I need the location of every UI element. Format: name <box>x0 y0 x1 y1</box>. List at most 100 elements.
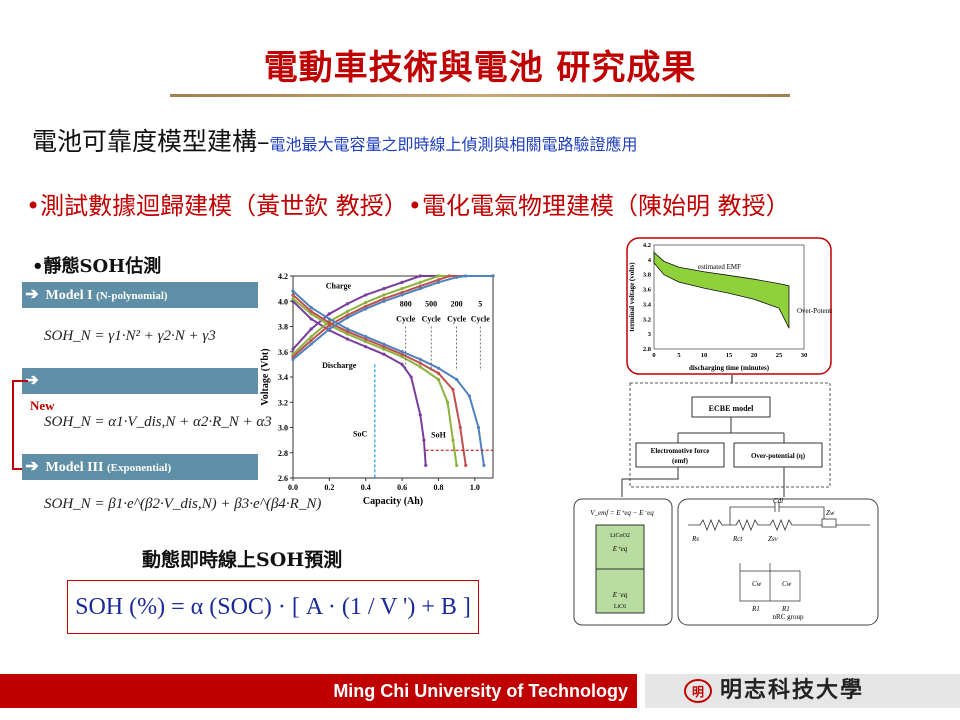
formula-model-2: SOH_N = α1·V_dis,N + α2·R_N + α3 <box>44 414 272 430</box>
overpotential-box-label: Over-potential (η) <box>751 452 806 460</box>
series-point <box>382 287 386 291</box>
series-point <box>327 323 331 327</box>
chart-plot-area <box>292 275 494 479</box>
overpotential-label: Over-Potential <box>797 307 832 315</box>
cw-label-1: Cw <box>752 580 762 588</box>
new-bracket <box>12 380 28 470</box>
y-axis-label: Voltage (Vbt) <box>260 348 271 405</box>
series-point <box>400 293 404 297</box>
discharge-annotation: Discharge <box>322 361 357 370</box>
subtitle-dash: – <box>257 127 270 156</box>
page-title: 電動車技術與電池 研究成果 <box>263 48 697 88</box>
emf-y-tick-label: 3.6 <box>643 287 652 294</box>
series-point <box>345 316 350 320</box>
y-tick-label: 3.8 <box>278 323 288 332</box>
rs-label: Rs <box>691 535 699 543</box>
series-point <box>345 337 350 341</box>
series-point <box>327 317 331 321</box>
bullet-regression: •測試數據迴歸建模（黃世欽 教授） <box>26 192 408 220</box>
cycle-count-label: 5 <box>478 299 482 308</box>
cycle-word-label: Cycle <box>447 314 467 323</box>
series-point <box>364 335 368 339</box>
series-point <box>467 394 471 398</box>
series-point <box>400 352 404 356</box>
model-3-detail: (Exponential) <box>106 462 172 474</box>
model-3-bar: ➔ Model III (Exponential) <box>22 454 258 480</box>
series-point <box>424 463 428 467</box>
research-bullets: •測試數據迴歸建模（黃世欽 教授）•電化電氣物理建模（陳始明 教授） <box>26 186 790 221</box>
series-point <box>309 327 313 331</box>
series-point <box>364 304 368 308</box>
series-point <box>309 338 313 342</box>
series-point <box>455 275 459 279</box>
emf-y-tick-label: 3.8 <box>643 272 652 279</box>
arrow-icon: ➔ <box>25 286 39 303</box>
series-point <box>382 342 386 346</box>
r1-label-1: R1 <box>751 605 760 613</box>
series-point <box>345 332 350 336</box>
eeq-minus: E⁻eq <box>612 591 628 599</box>
circuit-panel <box>677 498 879 626</box>
cathode-label: LiCoO2 <box>610 533 630 539</box>
y-tick-label: 3.0 <box>278 424 288 433</box>
y-tick-label: 2.6 <box>278 474 288 483</box>
series-point <box>436 371 441 375</box>
series-point <box>464 274 468 278</box>
footer-bar <box>0 674 637 708</box>
series-point <box>364 293 368 297</box>
formula-model-3: SOH_N = β1·e^(β2·V_dis,N) + β3·e^(β4·R_N… <box>44 496 322 512</box>
cycle-count-label: 200 <box>451 299 463 308</box>
subtitle: 電池可靠度模型建構–電池最大電容量之即時線上偵測與相關電路驗證應用 <box>32 122 638 158</box>
series-point <box>400 290 404 295</box>
series-point <box>382 293 386 297</box>
subtitle-main: 電池可靠度模型建構 <box>32 127 258 156</box>
emf-y-tick-label: 4.2 <box>643 242 651 249</box>
overpotential-box <box>733 442 823 468</box>
series-point <box>327 321 331 325</box>
formula-model-1: SOH_N = γ1·N² + γ2·N + γ3 <box>44 328 216 344</box>
y-tick-label: 4.2 <box>278 272 288 281</box>
series-point <box>482 463 486 467</box>
series-point <box>491 274 495 278</box>
series-point <box>364 345 368 349</box>
series-point <box>418 365 422 369</box>
anode-block <box>595 568 645 614</box>
x-tick-label: 0.6 <box>397 483 407 492</box>
series-point <box>309 317 313 321</box>
series-point <box>345 309 350 313</box>
emf-x-tick-label: 10 <box>701 352 708 359</box>
connector <box>621 467 679 497</box>
y-tick-label: 3.6 <box>278 348 288 357</box>
cycle-count-label: 500 <box>425 299 437 308</box>
series-charge-line-1 <box>292 275 493 355</box>
series-point <box>436 280 441 284</box>
university-logo-icon: 明 <box>684 679 712 703</box>
title-divider <box>170 94 790 97</box>
emf-x-tick-label: 15 <box>726 352 733 359</box>
soh-annotation: SoH <box>431 431 446 440</box>
cycle-word-label: Cycle <box>396 314 416 323</box>
x-tick-label: 0.8 <box>433 483 443 492</box>
series-point <box>345 302 350 306</box>
series-point <box>400 355 404 359</box>
series-point <box>327 312 331 316</box>
emf-box <box>635 442 725 468</box>
series-point <box>418 284 422 288</box>
emf-y-tick-label: 2.8 <box>643 346 652 353</box>
series-point <box>364 300 368 305</box>
series-point <box>418 413 422 417</box>
new-label: New <box>30 398 55 413</box>
series-point <box>291 347 295 351</box>
series-point <box>458 425 462 430</box>
emf-x-tick-label: 30 <box>801 352 808 359</box>
static-soh-heading: •靜態SOH估測 <box>32 256 162 277</box>
series-point <box>382 347 386 351</box>
emf-y-label: terminal voltage (volts) <box>628 262 636 332</box>
x-tick-label: 0.2 <box>324 483 334 492</box>
ecbe-dashed-frame <box>629 382 831 488</box>
cycle-count-label: 800 <box>400 299 412 308</box>
series-point <box>445 400 450 404</box>
series-point <box>382 297 386 301</box>
y-tick-label: 4.0 <box>278 297 288 306</box>
emf-band <box>653 251 790 329</box>
